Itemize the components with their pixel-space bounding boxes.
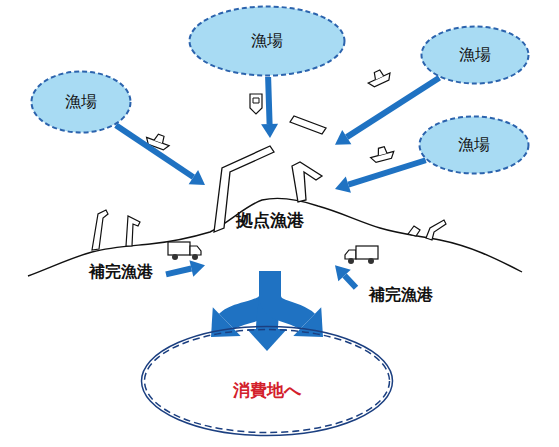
text-holder: 補完漁港: [76, 260, 166, 284]
fishing-ground: 漁場: [188, 5, 346, 77]
node-label: 補完漁港: [369, 285, 433, 304]
area-ring: [142, 327, 393, 436]
text-holder: 漁場: [420, 25, 530, 85]
ellipse-shape: [420, 117, 529, 174]
flow-arrow: [335, 265, 356, 288]
truck: [168, 242, 201, 260]
node-label: 漁場: [458, 135, 490, 154]
arrow-head: [261, 124, 278, 138]
text-holder: 消費地へ: [140, 380, 394, 400]
arrow-branch: [270, 271, 307, 322]
arrow-head: [335, 265, 351, 281]
node-label: 補完漁港: [89, 262, 153, 281]
flow-arrow: [335, 160, 426, 193]
flow-arrow: [261, 77, 278, 138]
boat: [250, 94, 262, 114]
truck: [345, 246, 378, 264]
arrow-shaft: [348, 160, 425, 184]
breakwater: [408, 226, 420, 236]
breakwater: [92, 210, 108, 250]
flow-arrow: [116, 125, 205, 185]
node-label: 漁場: [251, 31, 283, 50]
support-port: 補完漁港: [356, 283, 446, 307]
consumption-area: 消費地へ: [140, 325, 394, 437]
text-holder: 補完漁港: [356, 283, 446, 307]
boat: [365, 67, 392, 89]
ellipse-shape: [32, 72, 131, 133]
ellipse-shape: [422, 27, 529, 84]
node-label: 消費地へ: [233, 380, 301, 400]
fishing-ground: 漁場: [30, 70, 132, 134]
arrow-shaft: [347, 78, 440, 137]
fishing-ground: 漁場: [420, 25, 530, 85]
text-holder: 漁場: [30, 70, 132, 134]
text-holder: 拠点漁港: [205, 210, 335, 230]
arrow-head: [335, 177, 351, 193]
node-label: 漁場: [459, 45, 491, 64]
text-holder: 漁場: [418, 115, 530, 175]
fishing-ground: 漁場: [418, 115, 530, 175]
text-holder: 漁場: [188, 5, 346, 77]
arrow-shaft: [268, 77, 269, 124]
flow-arrow: [166, 260, 205, 277]
breakwater: [292, 162, 322, 202]
breakwater: [426, 220, 446, 240]
distribution-arrow: [211, 271, 323, 351]
ellipse-shape: [190, 7, 345, 76]
area-ring-dashed: [145, 330, 390, 433]
boat: [369, 145, 396, 164]
support-port: 補完漁港: [76, 260, 166, 284]
breakwater: [290, 116, 326, 134]
arrow-shaft: [345, 276, 356, 288]
arrow-head: [189, 260, 205, 277]
arrow-shaft: [116, 125, 193, 177]
arrow-head: [335, 130, 351, 145]
breakwater: [126, 216, 140, 246]
arrow-head: [247, 329, 287, 351]
node-label: 漁場: [65, 92, 97, 111]
base-port: 拠点漁港: [205, 138, 335, 272]
arrow-head: [189, 170, 205, 185]
arrow-shaft: [166, 268, 191, 274]
node-label: 拠点漁港: [236, 210, 304, 230]
